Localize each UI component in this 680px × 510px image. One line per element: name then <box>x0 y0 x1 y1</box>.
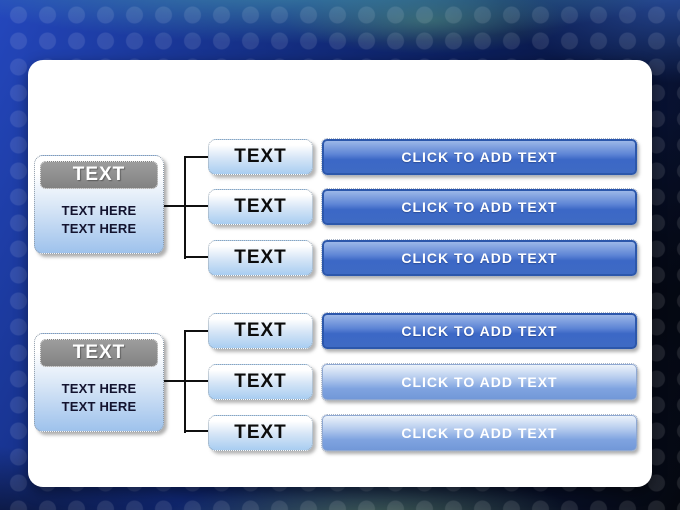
cta-button-1-1[interactable]: CLICK TO ADD TEXT <box>321 138 638 176</box>
connector-line <box>186 156 208 158</box>
child-box-1-3[interactable]: TEXT <box>208 240 313 276</box>
connector-line <box>184 156 186 259</box>
parent-box-2-text[interactable]: TEXT HERE TEXT HERE <box>35 380 163 416</box>
cta-button-2-1[interactable]: CLICK TO ADD TEXT <box>321 312 638 350</box>
cta-button-2-3[interactable]: CLICK TO ADD TEXT <box>321 414 638 452</box>
parent-box-2-header[interactable]: TEXT <box>40 339 158 367</box>
child-box-1-1[interactable]: TEXT <box>208 139 313 175</box>
parent-box-2[interactable]: TEXT TEXT HERE TEXT HERE <box>34 333 164 432</box>
parent-box-1[interactable]: TEXT TEXT HERE TEXT HERE <box>34 155 164 254</box>
parent-box-1-text[interactable]: TEXT HERE TEXT HERE <box>35 202 163 238</box>
cta-button-1-2[interactable]: CLICK TO ADD TEXT <box>321 188 638 226</box>
child-box-2-3[interactable]: TEXT <box>208 415 313 451</box>
parent-box-1-line-1: TEXT HERE <box>61 203 137 218</box>
connector-line <box>164 380 208 382</box>
child-box-2-2[interactable]: TEXT <box>208 364 313 400</box>
child-box-2-1[interactable]: TEXT <box>208 313 313 349</box>
child-box-1-2[interactable]: TEXT <box>208 189 313 225</box>
parent-box-2-line-2: TEXT HERE <box>61 399 137 414</box>
parent-box-2-line-1: TEXT HERE <box>61 381 137 396</box>
cta-button-2-2[interactable]: CLICK TO ADD TEXT <box>321 363 638 401</box>
connector-line <box>186 330 208 332</box>
connector-line <box>184 330 186 433</box>
connector-line <box>186 256 208 258</box>
connector-line <box>164 205 208 207</box>
parent-box-1-line-2: TEXT HERE <box>61 221 137 236</box>
cta-button-1-3[interactable]: CLICK TO ADD TEXT <box>321 239 638 277</box>
connector-line <box>186 430 208 432</box>
parent-box-1-header[interactable]: TEXT <box>40 161 158 189</box>
